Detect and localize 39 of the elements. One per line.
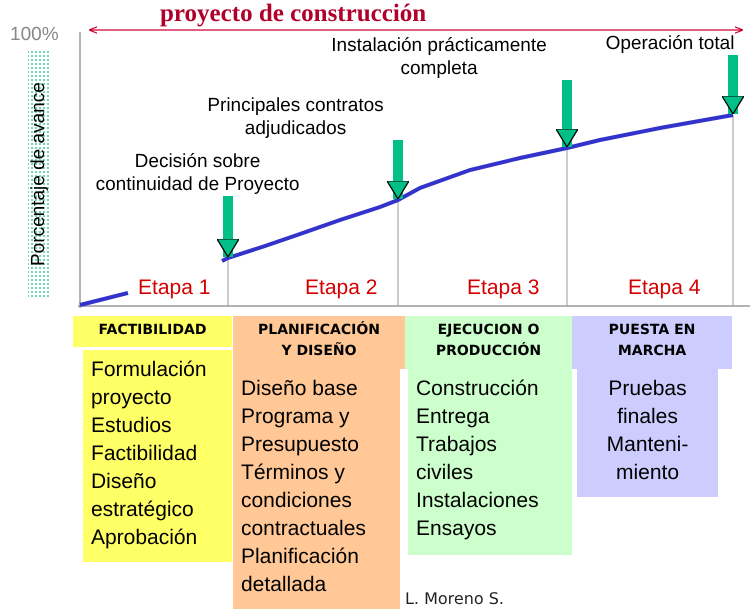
list-item: Ensayos [416,516,498,542]
list-item: Manteni-miento [606,432,690,486]
stage-label: Etapa 1 [138,276,210,300]
list-item: Planificación detallada [241,544,360,598]
phase-card [408,369,572,555]
list-item: Entrega [416,404,491,430]
axis-title: Porcentaje de avance [28,50,50,298]
arrow [388,140,408,200]
arrow [557,80,577,148]
arrow [723,55,743,115]
list-item: Instalaciones [416,488,540,514]
list-item: Diseño base [241,376,359,402]
list-item: Pruebas finales [607,376,688,430]
title: proyecto de construcción [160,0,426,28]
milestone-label: Operación total [600,32,740,55]
list-item: Estudios Factibilidad [91,413,198,467]
list-item: Formulación proyecto [91,357,208,411]
milestone-label: Decisión sobre continuidad de Proyecto [90,150,305,196]
list-item: Términos y condiciones contractuales [241,460,367,542]
phase-card [233,369,400,609]
phase-header: PLANIFICACIÓN Y DISEÑO [233,316,405,369]
milestone-label: Instalación prácticamente completa [300,34,578,80]
axis-tick-label: 100% [10,24,59,46]
phase-header: FACTIBILIDAD [73,316,232,347]
stage-label: Etapa 4 [628,276,700,300]
phase-card [83,350,232,562]
list-item: Diseño estratégico [91,469,195,523]
stage-label: Etapa 3 [467,276,540,300]
phase-card [577,369,718,497]
phase-header: EJECUCION O PRODUCCIÓN [405,316,572,369]
list-item: Programa y Presupuesto [241,404,360,458]
list-item: Aprobación [91,525,198,551]
stage-label: Etapa 2 [305,276,378,300]
list-item: Trabajos civiles [416,432,498,486]
author-credit: L. Moreno S. [405,589,504,608]
phase-header: PUESTA EN MARCHA [572,316,732,369]
arrow [218,196,238,258]
list-item: Construcción [416,376,540,402]
milestone-label: Principales contratos adjudicados [186,94,405,140]
